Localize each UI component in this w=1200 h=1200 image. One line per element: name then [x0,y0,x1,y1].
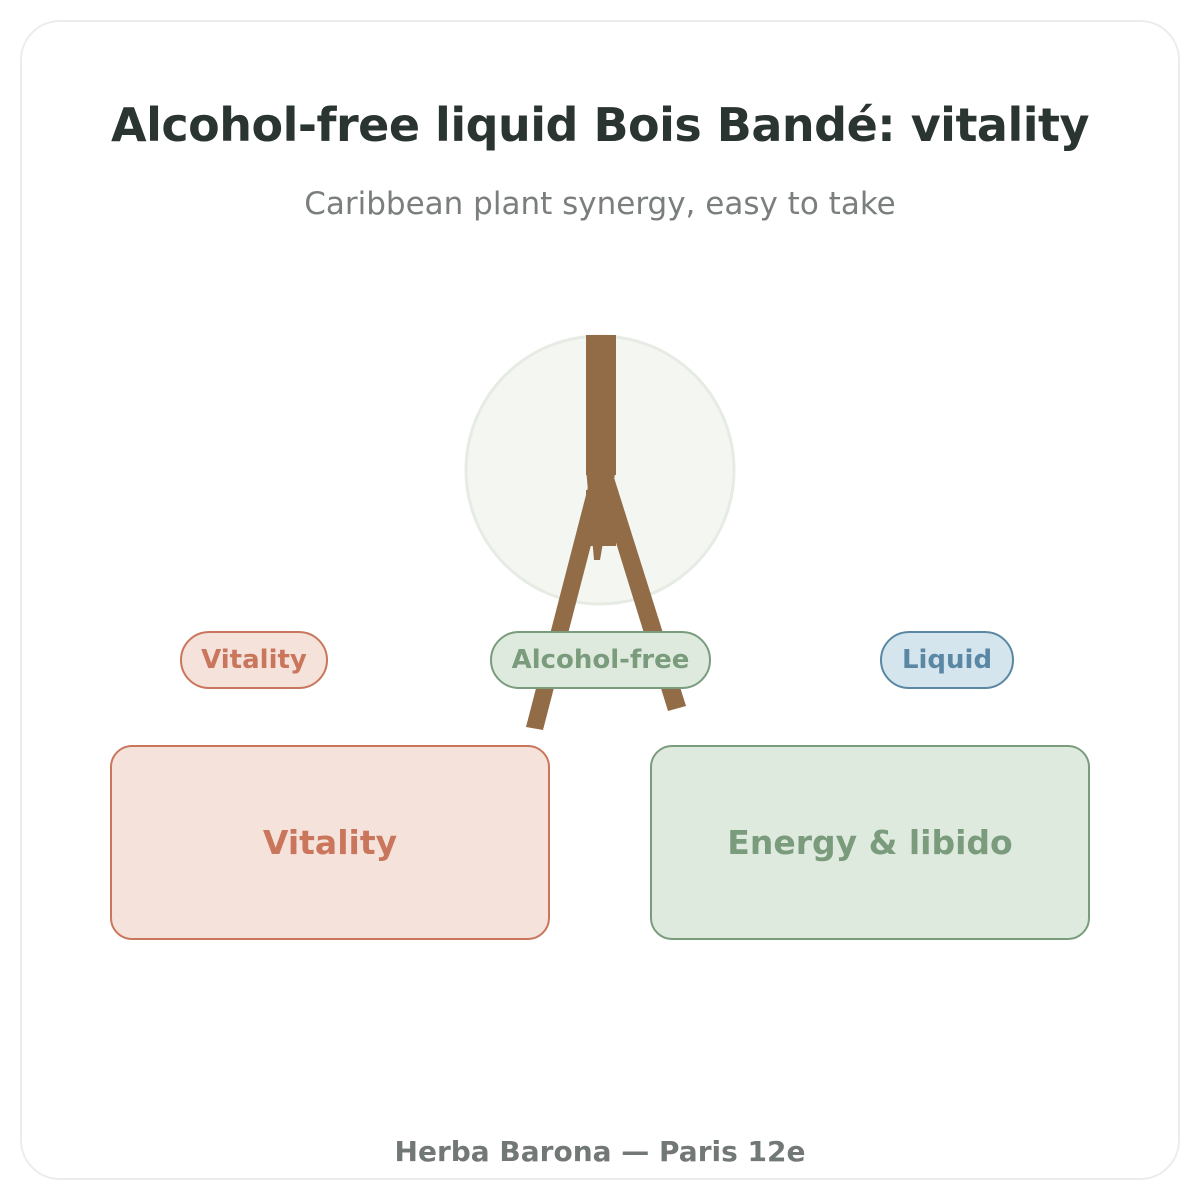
tag-liquid: Liquid [880,631,1014,689]
tag-alcohol-free: Alcohol-free [490,631,711,689]
page-subtitle: Caribbean plant synergy, easy to take [304,186,896,222]
footer-brand: Herba Barona — Paris 12e [394,1135,806,1168]
tag-vitality: Vitality [180,631,328,689]
benefit-box-energy-libido: Energy & libido [650,745,1090,940]
page-title: Alcohol-free liquid Bois Bandé: vitality [111,98,1089,152]
benefit-box-vitality: Vitality [110,745,550,940]
